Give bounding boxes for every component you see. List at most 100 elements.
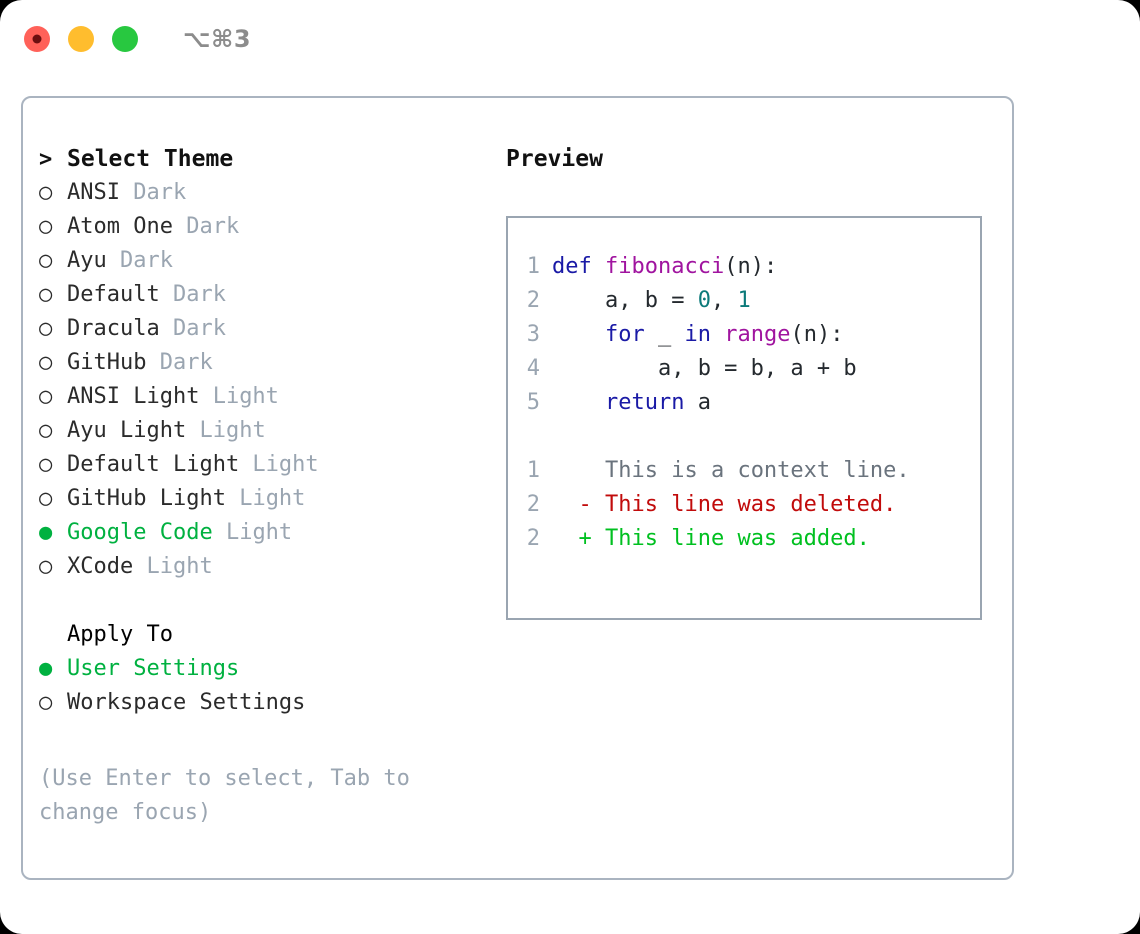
theme-option-xcode[interactable]: ○ XCode Light (39, 554, 493, 588)
diff-sign: - (552, 492, 592, 517)
apply-to-heading: Apply To (39, 622, 493, 656)
diff-sign (552, 458, 592, 483)
theme-option-default-light[interactable]: ○ Default Light Light (39, 452, 493, 486)
theme-option-ayu-light[interactable]: ○Ayu Light Light (39, 418, 493, 452)
title-bar: ⌥⌘3 (0, 0, 1140, 78)
code-token-pun: (n): (790, 322, 844, 347)
code-token-var: a, b = (552, 288, 698, 313)
theme-list: ○ANSI Dark○Atom One Dark○Ayu Dark○Defaul… (39, 180, 493, 588)
code-line-text: return a (552, 390, 711, 415)
content-panel: > Select Theme ○ANSI Dark○Atom One Dark○… (21, 96, 1014, 880)
diff-line-number: 1 (526, 458, 540, 483)
theme-option-category: Light (239, 452, 319, 477)
diff-line-number: 2 (526, 492, 540, 517)
radio-unselected-icon: ○ (39, 384, 53, 409)
theme-option-ansi-light[interactable]: ○ANSI Light Light (39, 384, 493, 418)
code-token-fn: range (724, 322, 791, 347)
close-button[interactable] (24, 26, 50, 52)
apply-to-heading-marker (39, 622, 67, 647)
code-token-kw: return (552, 390, 698, 415)
select-theme-heading: > Select Theme (39, 146, 493, 180)
theme-option-default[interactable]: ○ Default Dark (39, 282, 493, 316)
diff-line-number: 2 (526, 526, 540, 551)
theme-option-google-code[interactable]: ● Google Code Light (39, 520, 493, 554)
two-column-layout: > Select Theme ○ANSI Dark○Atom One Dark○… (23, 98, 1012, 878)
apply-to-option-label: User Settings (67, 656, 240, 681)
code-line-text: a, b = 0, 1 (552, 288, 751, 313)
theme-option-atom-one[interactable]: ○ Atom One Dark (39, 214, 493, 248)
minimize-button[interactable] (68, 26, 94, 52)
code-token-var: a (697, 390, 711, 415)
radio-selected-icon: ● (39, 656, 53, 681)
radio-selected-icon: ● (39, 520, 53, 545)
theme-option-label: Dracula (67, 316, 160, 341)
theme-selector-column: > Select Theme ○ANSI Dark○Atom One Dark○… (23, 98, 493, 878)
theme-option-label: Ayu (67, 248, 107, 273)
code-line-number: 4 (526, 356, 540, 381)
select-theme-heading-label: Select Theme (67, 146, 234, 172)
code-line-number: 2 (526, 288, 540, 313)
code-line-number: 5 (526, 390, 540, 415)
apply-to-list: ● User Settings ○ Workspace Settings (39, 656, 493, 724)
radio-unselected-icon: ○ (39, 554, 53, 579)
apply-to-heading-label: Apply To (67, 622, 173, 647)
apply-to-option-label: Workspace Settings (67, 690, 306, 715)
diff-line: 2 + This line was added. (508, 526, 980, 560)
radio-unselected-icon: ○ (39, 418, 53, 443)
window-controls (24, 26, 138, 52)
hint-gap (39, 724, 493, 744)
theme-option-category: Dark (159, 282, 226, 307)
code-line-text: def fibonacci(n): (552, 254, 777, 279)
radio-unselected-icon: ○ (39, 180, 53, 205)
code-token-var: a, b = b, a + b (552, 356, 857, 381)
code-token-num: 0 (697, 288, 711, 313)
code-line: 3 for _ in range(n): (508, 322, 980, 356)
radio-unselected-icon: ○ (39, 690, 53, 715)
keyboard-hint-text: (Use Enter to select, Tab to change focu… (39, 766, 410, 825)
code-token-fn: fibonacci (604, 254, 725, 279)
theme-option-ayu[interactable]: ○ Ayu Dark (39, 248, 493, 282)
theme-option-label: Atom One (67, 214, 173, 239)
theme-option-category: Light (133, 554, 213, 579)
apply-to-option-user-settings[interactable]: ● User Settings (39, 656, 493, 690)
theme-option-category: Dark (146, 350, 213, 375)
code-line-text: for _ in range(n): (552, 322, 843, 347)
radio-unselected-icon: ○ (39, 214, 53, 239)
theme-option-label: Google Code (67, 520, 213, 545)
code-diff-gap (508, 424, 980, 458)
theme-option-category: Dark (106, 248, 173, 273)
theme-option-category: Light (186, 418, 266, 443)
diff-line-text: This line was deleted. (591, 492, 897, 517)
theme-option-category: Dark (172, 214, 240, 239)
theme-option-github-light[interactable]: ○GitHub Light Light (39, 486, 493, 520)
theme-option-label: Default (67, 282, 160, 307)
theme-option-category: Light (212, 520, 293, 545)
code-token-num: 1 (737, 288, 751, 313)
diff-line: 2 - This line was deleted. (508, 492, 980, 526)
code-line-number: 3 (526, 322, 540, 347)
theme-option-dracula[interactable]: ○Dracula Dark (39, 316, 493, 350)
radio-unselected-icon: ○ (39, 248, 53, 273)
radio-unselected-icon: ○ (39, 316, 53, 341)
theme-option-category: Light (199, 384, 279, 409)
theme-option-github[interactable]: ○GitHub Dark (39, 350, 493, 384)
code-token-kw: for (552, 322, 658, 347)
code-token-kw: in (684, 322, 725, 347)
preview-heading: Preview (506, 146, 603, 172)
apply-to-option-workspace-settings[interactable]: ○ Workspace Settings (39, 690, 493, 724)
theme-option-label: Default Light (67, 452, 240, 477)
zoom-button[interactable] (112, 26, 138, 52)
theme-option-label: XCode (67, 554, 134, 579)
theme-option-ansi[interactable]: ○ANSI Dark (39, 180, 493, 214)
code-line: 4 a, b = b, a + b (508, 356, 980, 390)
diff-sample: 1 This is a context line.2 - This line w… (508, 458, 980, 560)
code-line: 2 a, b = 0, 1 (508, 288, 980, 322)
diff-sign: + (552, 526, 592, 551)
radio-unselected-icon: ○ (39, 282, 53, 307)
prompt-caret-icon: > (39, 147, 53, 172)
theme-option-label: GitHub (67, 350, 147, 375)
keyboard-shortcut-label: ⌥⌘3 (183, 25, 252, 53)
radio-unselected-icon: ○ (39, 452, 53, 477)
